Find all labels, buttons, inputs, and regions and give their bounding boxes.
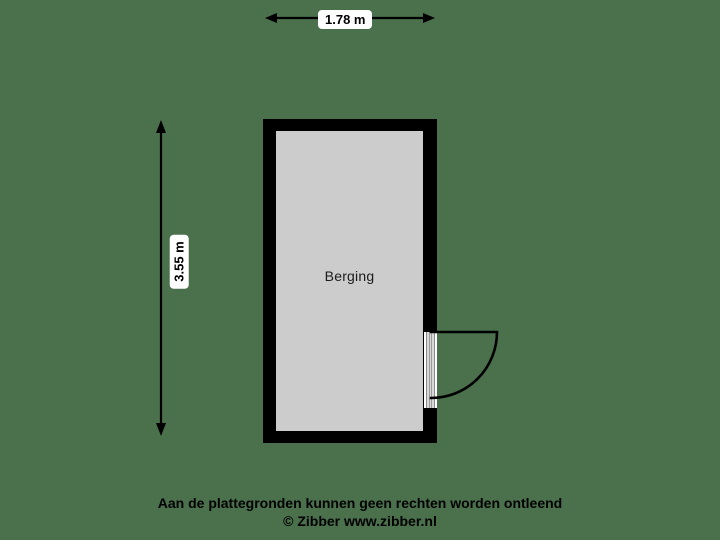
door-jamb-bottom	[424, 408, 437, 413]
dimension-height	[148, 120, 174, 436]
dimension-width-label: 1.78 m	[318, 10, 373, 29]
footer: Aan de plattegronden kunnen geen rechten…	[0, 494, 720, 530]
footer-copyright: © Zibber www.zibber.nl	[283, 513, 437, 529]
dimension-height-arrow	[156, 120, 166, 436]
dimension-height-label: 3.55 m	[169, 234, 189, 289]
footer-disclaimer: Aan de plattegronden kunnen geen rechten…	[157, 495, 563, 511]
room-label-berging: Berging	[324, 268, 375, 284]
door-swing-arc	[429, 330, 499, 400]
door-leaf	[426, 331, 435, 409]
door-jamb-top	[424, 327, 437, 332]
room-floor-berging	[276, 131, 423, 431]
